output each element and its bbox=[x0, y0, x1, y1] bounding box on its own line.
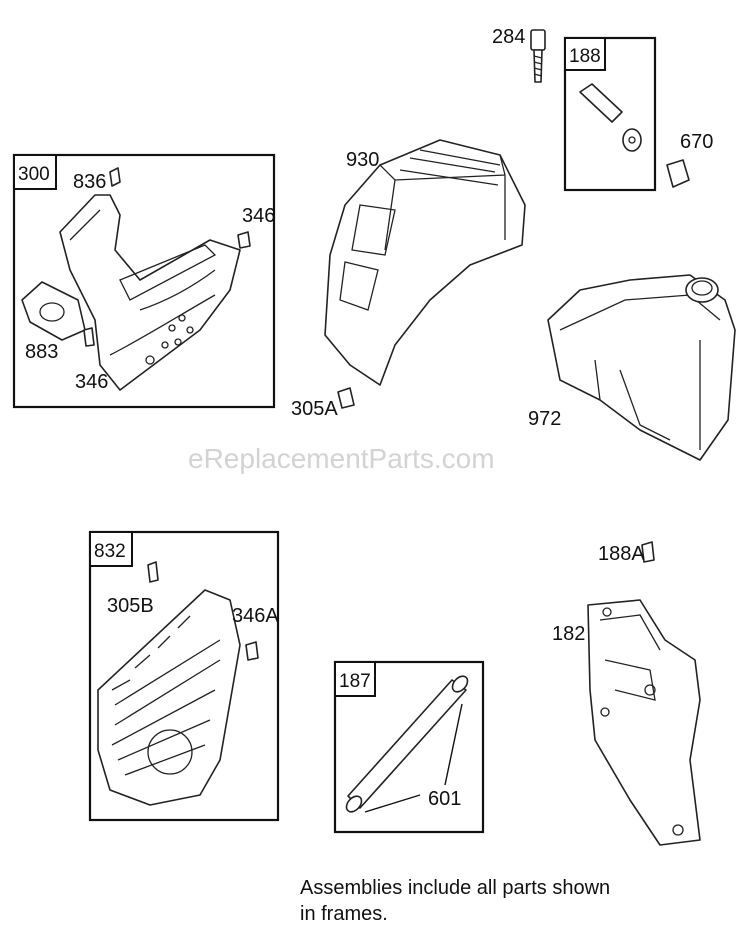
label-188A: 188A bbox=[598, 543, 645, 565]
screw-188A[interactable] bbox=[641, 541, 655, 563]
label-883: 883 bbox=[25, 341, 58, 363]
muffler-972[interactable] bbox=[547, 274, 736, 461]
frame-832-label: 832 bbox=[94, 541, 126, 562]
frame-832: 832 bbox=[88, 530, 280, 822]
leader-601 bbox=[364, 703, 463, 813]
label-346-bottom: 346 bbox=[75, 371, 108, 393]
label-305A: 305A bbox=[291, 398, 338, 420]
frame-300: 300 bbox=[12, 153, 276, 409]
screw-346-bottom[interactable] bbox=[83, 327, 95, 347]
label-972: 972 bbox=[528, 408, 561, 430]
screw-836[interactable] bbox=[109, 167, 121, 187]
label-346-top: 346 bbox=[242, 205, 275, 227]
frame-188: 188 bbox=[563, 36, 657, 192]
spacer-670[interactable] bbox=[666, 159, 690, 188]
label-305B: 305B bbox=[107, 595, 154, 617]
frame-300-label: 300 bbox=[18, 164, 50, 185]
screw-284[interactable] bbox=[530, 29, 546, 83]
label-836: 836 bbox=[73, 171, 106, 193]
stud-188[interactable] bbox=[579, 83, 642, 152]
bracket-182[interactable] bbox=[587, 599, 701, 846]
frame-187: 187 bbox=[333, 660, 485, 834]
screw-305A[interactable] bbox=[337, 387, 355, 409]
cover-930[interactable] bbox=[324, 139, 526, 386]
assembly-note: Assemblies include all parts shown in fr… bbox=[300, 877, 611, 925]
gasket-part[interactable] bbox=[21, 281, 86, 341]
screw-346-top[interactable] bbox=[237, 231, 251, 249]
screw-305B[interactable] bbox=[147, 561, 159, 583]
frame-187-label: 187 bbox=[339, 671, 371, 692]
label-284: 284 bbox=[492, 26, 525, 48]
label-182: 182 bbox=[552, 623, 585, 645]
label-346A: 346A bbox=[232, 605, 279, 627]
watermark-text: eReplacementParts.com bbox=[188, 443, 495, 474]
label-930: 930 bbox=[346, 149, 379, 171]
label-601: 601 bbox=[428, 788, 461, 810]
label-670: 670 bbox=[680, 131, 713, 153]
frame-188-label: 188 bbox=[569, 46, 601, 67]
muffler-guard-832[interactable] bbox=[97, 589, 241, 806]
screw-346A[interactable] bbox=[245, 641, 259, 661]
muffler-part[interactable] bbox=[59, 194, 241, 391]
tube-187[interactable] bbox=[344, 673, 471, 814]
